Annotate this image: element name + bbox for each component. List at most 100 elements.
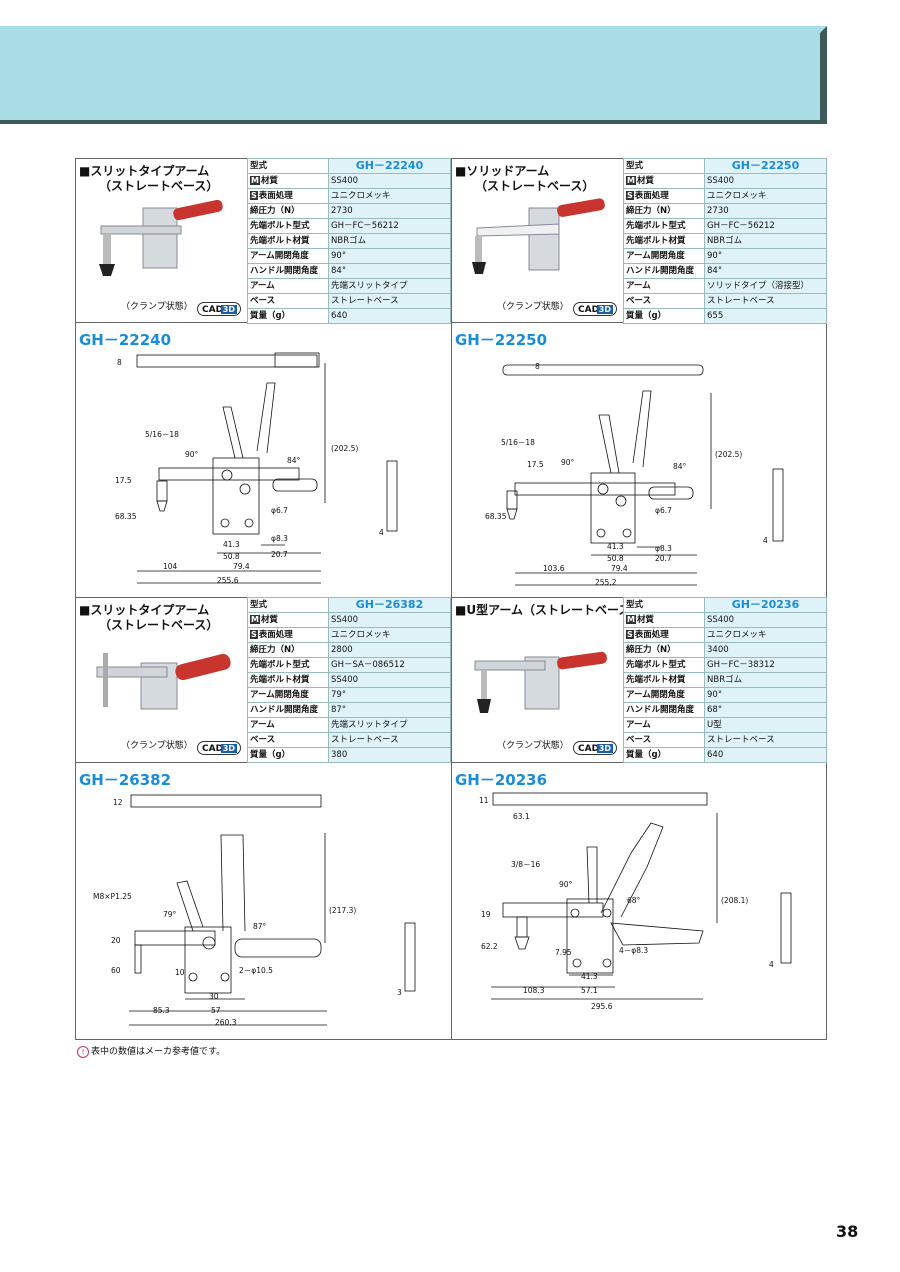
spec-key-label: アーム開閉角度 [250,690,309,700]
spec-value: 380 [328,747,451,763]
drawing-cell-3: GH－20236 11 63.1 3/8－16 90° 68° (208.1) … [451,763,827,1040]
dimension-label: 104 [163,562,178,571]
spec-value: 640 [328,308,451,324]
clamp-photo [99,199,223,276]
spec-row: ベースストレートベース [247,293,451,309]
spec-value: 90° [704,687,827,703]
dimension-label: 68° [627,896,641,905]
product-title: ■ソリッドアーム [455,164,550,178]
spec-value: ユニクロメッキ [328,188,451,204]
cad-label: CAD [202,305,224,315]
cad-3d-label: 3D [596,305,613,314]
dimension-label: 57.1 [581,986,598,995]
spec-key-label: ベース [250,735,276,745]
spec-key-label: 先端ボルト材質 [250,236,310,246]
clamp-state-label: （クランプ状態） [121,302,193,312]
spec-key: 先端ボルト材質 [623,672,705,688]
spec-value: NBRゴム [704,672,827,688]
cad-label: CAD [578,305,600,315]
clamp-photo [474,651,607,713]
product-subtitle: （ストレートベース） [99,179,219,193]
technical-drawing: 11 63.1 3/8－16 90° 68° (208.1) 19 62.2 7… [479,792,792,1011]
dimension-label: 68.35 [115,512,137,521]
spec-row: 締圧力（N）2730 [247,203,451,219]
dimension-label: 68.35 [485,512,507,521]
dimension-label: (202.5) [331,444,358,453]
spec-key: ベース [623,732,705,748]
spec-value: GH－22240 [328,158,451,174]
spec-value: GH－FC－38312 [704,657,827,673]
spec-value: 2800 [328,642,451,658]
spec-key-label: 先端ボルト型式 [626,660,686,670]
spec-value: 87° [328,702,451,718]
spec-key: 質量（g） [247,308,329,324]
product-subtitle: （ストレートベース） [99,618,219,632]
spec-value: GH－FC－56212 [328,218,451,234]
dimension-label: 8 [117,358,122,367]
dimension-label: 4 [763,536,768,545]
spec-value: 先端スリットタイプ [328,278,451,294]
spec-tag: S [250,191,258,200]
spec-value: 84° [704,263,827,279]
spec-key: 先端ボルト型式 [623,657,705,673]
spec-value: 84° [328,263,451,279]
spec-key-label: 型式 [626,600,644,610]
dimension-label: 260.3 [215,1018,237,1027]
spec-row: 締圧力（N）3400 [623,642,827,658]
model-heading: GH－20236 [455,771,548,789]
spec-value: ユニクロメッキ [704,188,827,204]
spec-value: ユニクロメッキ [704,627,827,643]
dimension-label: 79.4 [233,562,250,571]
dimension-label: 30 [209,992,219,1001]
spec-key: ハンドル開閉角度 [623,263,705,279]
spec-key-label: ベース [250,296,276,306]
spec-row: 質量（g）640 [247,308,451,324]
dimension-label: 295.6 [591,1002,613,1011]
spec-key: アーム [247,717,329,733]
model-heading: GH－22240 [79,331,172,349]
clamp-photo [472,198,605,274]
dimension-label: 50.8 [607,554,624,563]
spec-key: 先端ボルト材質 [623,233,705,249]
dimension-label: 62.2 [481,942,498,951]
spec-value: 640 [704,747,827,763]
dimension-label: 19 [481,910,491,919]
dimension-label: (202.5) [715,450,742,459]
spec-key: ハンドル開閉角度 [623,702,705,718]
technical-drawing: 12 M8×P1.25 79° 87° (217.3) 20 60 10 2－φ… [93,794,416,1027]
dimension-label: 7.95 [555,948,572,957]
dimension-label: 4－φ8.3 [619,946,648,955]
spec-key-label: 材質 [260,615,278,625]
spec-key-label: 型式 [626,161,644,171]
spec-key: 先端ボルト型式 [623,218,705,234]
dimension-label: 3 [397,988,402,997]
spec-row: アーム先端スリットタイプ [247,278,451,294]
clamp-state-label: （クランプ状態） [497,741,569,751]
spec-key: 質量（g） [623,308,705,324]
spec-key: 型式 [247,597,329,613]
spec-key: 先端ボルト型式 [247,657,329,673]
dimension-label: 90° [561,458,575,467]
spec-value: SS400 [328,612,451,628]
technical-drawing: 8 5/16－18 90° 84° (202.5) 17.5 68.35 φ6.… [115,352,398,585]
dimension-label: φ8.3 [271,534,288,543]
spec-key-label: 締圧力（N） [626,206,676,216]
spec-key: 先端ボルト材質 [247,672,329,688]
